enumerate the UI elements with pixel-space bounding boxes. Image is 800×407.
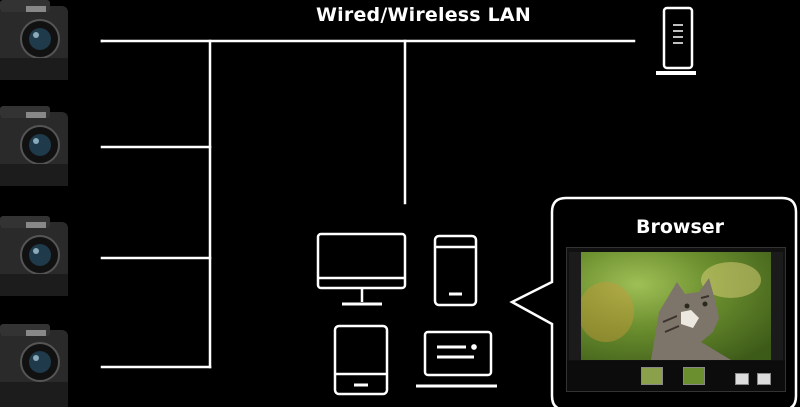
network-label: Wired/Wireless LAN bbox=[316, 4, 531, 26]
right-toolbar bbox=[771, 252, 783, 360]
thumbnail-1 bbox=[641, 367, 663, 385]
thumbnail-4 bbox=[757, 373, 771, 385]
cat-photo-preview bbox=[581, 252, 771, 360]
desktop-monitor-icon bbox=[316, 232, 407, 306]
tablet-icon bbox=[333, 324, 389, 396]
camera-icon-3 bbox=[0, 216, 68, 296]
router-icon bbox=[656, 6, 696, 75]
left-toolbar bbox=[569, 252, 581, 360]
browser-label: Browser bbox=[636, 216, 725, 238]
laptop-icon bbox=[416, 330, 497, 388]
browser-screen-preview bbox=[566, 247, 786, 392]
smartphone-icon bbox=[433, 234, 478, 307]
camera-icon-1 bbox=[0, 0, 68, 80]
thumbnail-3 bbox=[735, 373, 749, 385]
browser-bottom-bar bbox=[567, 361, 785, 391]
camera-icon-2 bbox=[0, 106, 68, 186]
thumbnail-2 bbox=[683, 367, 705, 385]
camera-icon-4 bbox=[0, 324, 68, 407]
